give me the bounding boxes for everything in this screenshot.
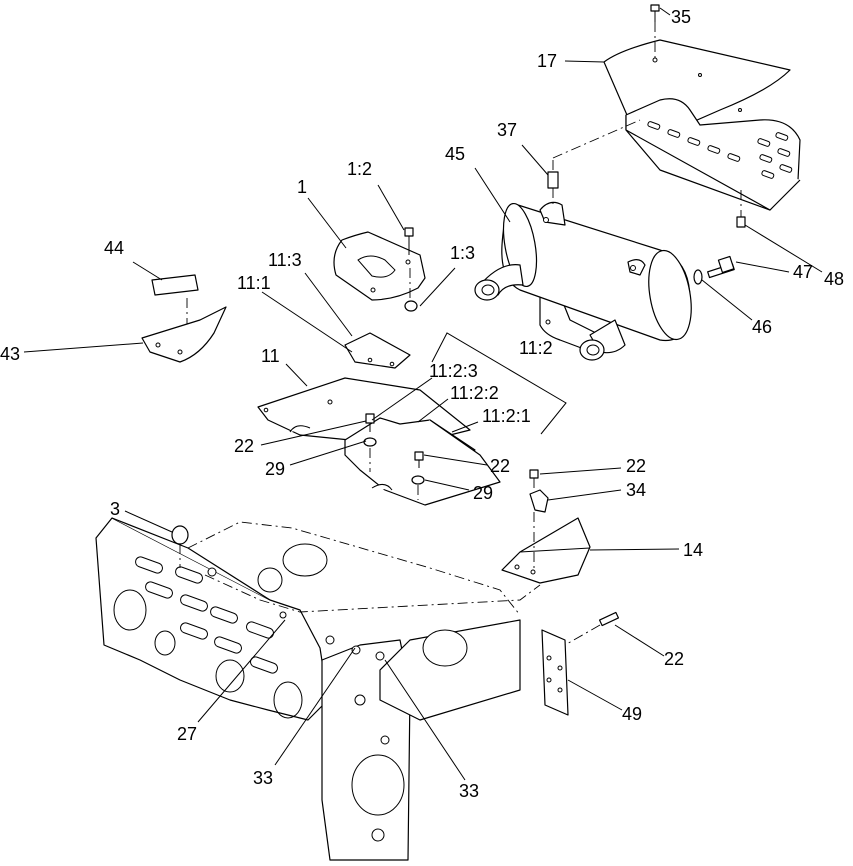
callout-48: 48	[824, 269, 844, 289]
callout-33-b: 33	[459, 781, 479, 801]
bolt-22-c	[529, 469, 539, 494]
callout-35: 35	[671, 7, 691, 27]
bolt-48	[736, 190, 746, 228]
callout-27: 27	[177, 724, 197, 744]
callout-22-b: 22	[490, 456, 510, 476]
group-bracket-11-2	[431, 332, 567, 435]
assembly-11-2	[344, 413, 501, 506]
muffler-45	[474, 201, 692, 361]
plate-49	[541, 629, 569, 716]
callout-1-3: 1:3	[450, 243, 475, 263]
callout-11-3: 11:3	[268, 250, 302, 270]
bracket-43	[141, 306, 227, 363]
callout-33-a: 33	[253, 768, 273, 788]
gasket-11-3	[344, 332, 411, 369]
callout-49: 49	[622, 704, 642, 724]
callout-14: 14	[683, 540, 703, 560]
callout-22-d: 22	[664, 649, 684, 669]
main-frame	[95, 517, 541, 861]
callout-29-a: 29	[265, 459, 285, 479]
callout-11-2: 11:2	[519, 338, 553, 358]
callout-1-2: 1:2	[347, 159, 372, 179]
bolt-47-washer-46	[693, 255, 735, 285]
callout-22-a: 22	[234, 436, 254, 456]
bolt-22-d	[564, 611, 620, 646]
callout-3: 3	[110, 499, 120, 519]
knob-3	[171, 525, 189, 568]
callout-11-1: 11:1	[237, 273, 271, 293]
heat-shield-17	[603, 39, 801, 211]
pad-44	[151, 274, 199, 335]
clip-34	[529, 489, 549, 570]
nut-1-3	[404, 268, 418, 312]
callout-11: 11	[261, 346, 280, 366]
leader-lines	[23, 7, 823, 781]
bolt-1-2	[404, 227, 414, 255]
bracket-14	[501, 517, 591, 584]
callout-37: 37	[497, 120, 517, 140]
callout-46: 46	[752, 317, 772, 337]
callout-11-2-3: 11:2:3	[429, 361, 478, 381]
callout-1: 1	[297, 177, 307, 197]
bolt-35	[650, 4, 660, 58]
callout-11-2-2: 11:2:2	[450, 383, 499, 403]
callout-17: 17	[537, 51, 557, 71]
callout-29-b: 29	[473, 483, 493, 503]
callout-43: 43	[0, 344, 20, 364]
callout-45: 45	[445, 144, 465, 164]
plate-1	[333, 231, 426, 301]
spacer-37	[547, 119, 641, 208]
callout-22-c: 22	[626, 456, 646, 476]
callout-44: 44	[104, 238, 124, 258]
callout-11-2-1: 11:2:1	[482, 406, 531, 426]
callout-labels: 35 17 37 45 1:2 1 1:3 44 11:3 11:1 43 11…	[0, 7, 844, 801]
callout-34: 34	[626, 480, 646, 500]
callout-47: 47	[793, 262, 813, 282]
